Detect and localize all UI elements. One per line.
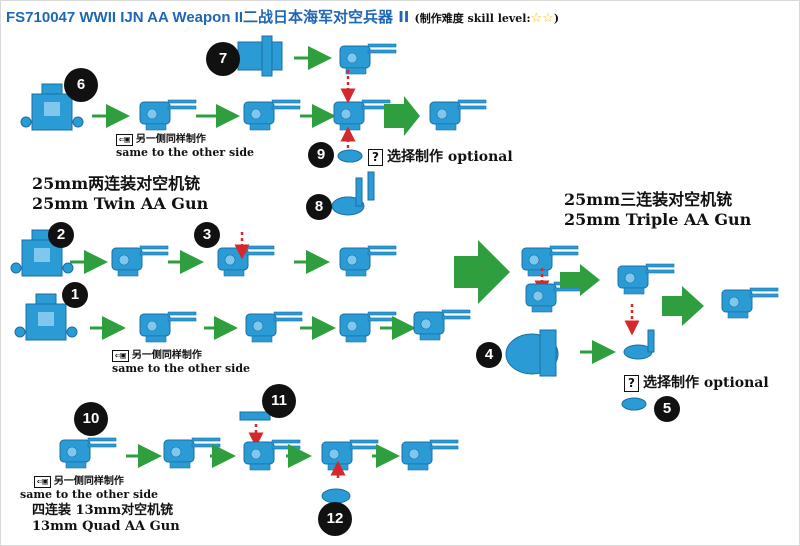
skill-stars: ☆☆ bbox=[530, 11, 554, 26]
part-7 bbox=[237, 41, 283, 71]
step-6-badge: 6 bbox=[64, 68, 98, 102]
skill-close: ) bbox=[553, 12, 560, 25]
mirror-note-mid: ⇐▣另一侧同样制作 same to the other side bbox=[112, 346, 250, 375]
skill-label: (制作难度 skill level: bbox=[414, 12, 531, 25]
part-gun bbox=[339, 245, 397, 277]
part-gun bbox=[401, 439, 459, 471]
part-gun bbox=[333, 99, 391, 131]
part-gun bbox=[217, 245, 275, 277]
part-gun bbox=[139, 99, 197, 131]
step-1-badge: 1 bbox=[62, 282, 88, 308]
part-gun bbox=[521, 245, 579, 277]
part-gun bbox=[413, 309, 471, 341]
optional-en: optional bbox=[447, 149, 513, 165]
part-gun bbox=[617, 263, 675, 295]
title-chinese: 二战日本海军对空兵器 II bbox=[243, 8, 410, 26]
triple-header: 25mm三连装对空机铳 25mm Triple AA Gun bbox=[564, 190, 752, 229]
part-gun bbox=[243, 99, 301, 131]
step-5-badge: 5 bbox=[654, 396, 680, 422]
mirror-note-quad: ⇐▣另一侧同样制作 same to the other side bbox=[20, 472, 158, 501]
step-2-badge: 2 bbox=[48, 222, 74, 248]
part-9 bbox=[337, 149, 363, 163]
mirror-note-cn: 另一侧同样制作 bbox=[131, 350, 202, 361]
triple-header-en: 25mm Triple AA Gun bbox=[564, 209, 752, 229]
mirror-icon: ⇐▣ bbox=[34, 476, 51, 488]
big-arrow bbox=[384, 96, 420, 136]
product-code: FS710047 WWII IJN AA Weapon II bbox=[6, 9, 243, 26]
mirror-note-cn: 另一侧同样制作 bbox=[53, 476, 124, 487]
mirror-note-cn: 另一侧同样制作 bbox=[135, 134, 206, 145]
step-8-badge: 8 bbox=[306, 194, 332, 220]
optional-note-right: ?选择制作 optional bbox=[624, 372, 769, 392]
step-4-badge: 4 bbox=[476, 342, 502, 368]
step-10-badge: 10 bbox=[74, 402, 108, 436]
step-9-badge: 9 bbox=[308, 142, 334, 168]
part-12 bbox=[321, 488, 351, 504]
part-5 bbox=[621, 397, 647, 411]
step-11-badge: 11 bbox=[262, 384, 296, 418]
mirror-note-en: same to the other side bbox=[112, 362, 251, 375]
twin-header: 25mm两连装对空机铳 25mm Twin AA Gun bbox=[32, 174, 209, 213]
step-12-badge: 12 bbox=[318, 502, 352, 536]
question-icon: ? bbox=[624, 375, 639, 392]
mirror-icon: ⇐▣ bbox=[116, 134, 133, 146]
big-arrow bbox=[662, 286, 704, 326]
part-gun bbox=[321, 439, 379, 471]
part-11 bbox=[239, 411, 271, 421]
part-gun-10 bbox=[59, 437, 117, 469]
part-gun bbox=[163, 437, 221, 469]
quad-header-en: 13mm Quad AA Gun bbox=[32, 518, 180, 534]
part-gun bbox=[721, 287, 779, 319]
part-gun bbox=[429, 99, 487, 131]
quad-header-cn: 四连装 13mm对空机铳 bbox=[32, 503, 174, 518]
part-gun bbox=[339, 43, 397, 75]
mirror-note-en: same to the other side bbox=[116, 146, 255, 159]
part-gun bbox=[139, 311, 197, 343]
step-3-badge: 3 bbox=[194, 222, 220, 248]
optional-en: optional bbox=[703, 375, 769, 391]
optional-note-top: ?选择制作 optional bbox=[368, 146, 513, 166]
big-arrow bbox=[560, 264, 600, 296]
mirror-icon: ⇐▣ bbox=[112, 350, 129, 362]
optional-cn: 选择制作 bbox=[387, 149, 443, 165]
big-arrow bbox=[454, 240, 510, 304]
twin-header-cn: 25mm两连装对空机铳 bbox=[32, 174, 201, 193]
twin-header-en: 25mm Twin AA Gun bbox=[32, 193, 209, 213]
mirror-note-top: ⇐▣另一侧同样制作 same to the other side bbox=[116, 130, 254, 159]
page-title: FS710047 WWII IJN AA Weapon II二战日本海军对空兵器… bbox=[6, 6, 559, 27]
optional-cn: 选择制作 bbox=[643, 375, 699, 391]
question-icon: ? bbox=[368, 149, 383, 166]
triple-header-cn: 25mm三连装对空机铳 bbox=[564, 190, 733, 209]
mirror-note-en: same to the other side bbox=[20, 488, 159, 501]
step-7-badge: 7 bbox=[206, 42, 240, 76]
part-gun bbox=[111, 245, 169, 277]
part-gun bbox=[245, 311, 303, 343]
quad-header: 四连装 13mm对空机铳 13mm Quad AA Gun bbox=[32, 504, 180, 533]
